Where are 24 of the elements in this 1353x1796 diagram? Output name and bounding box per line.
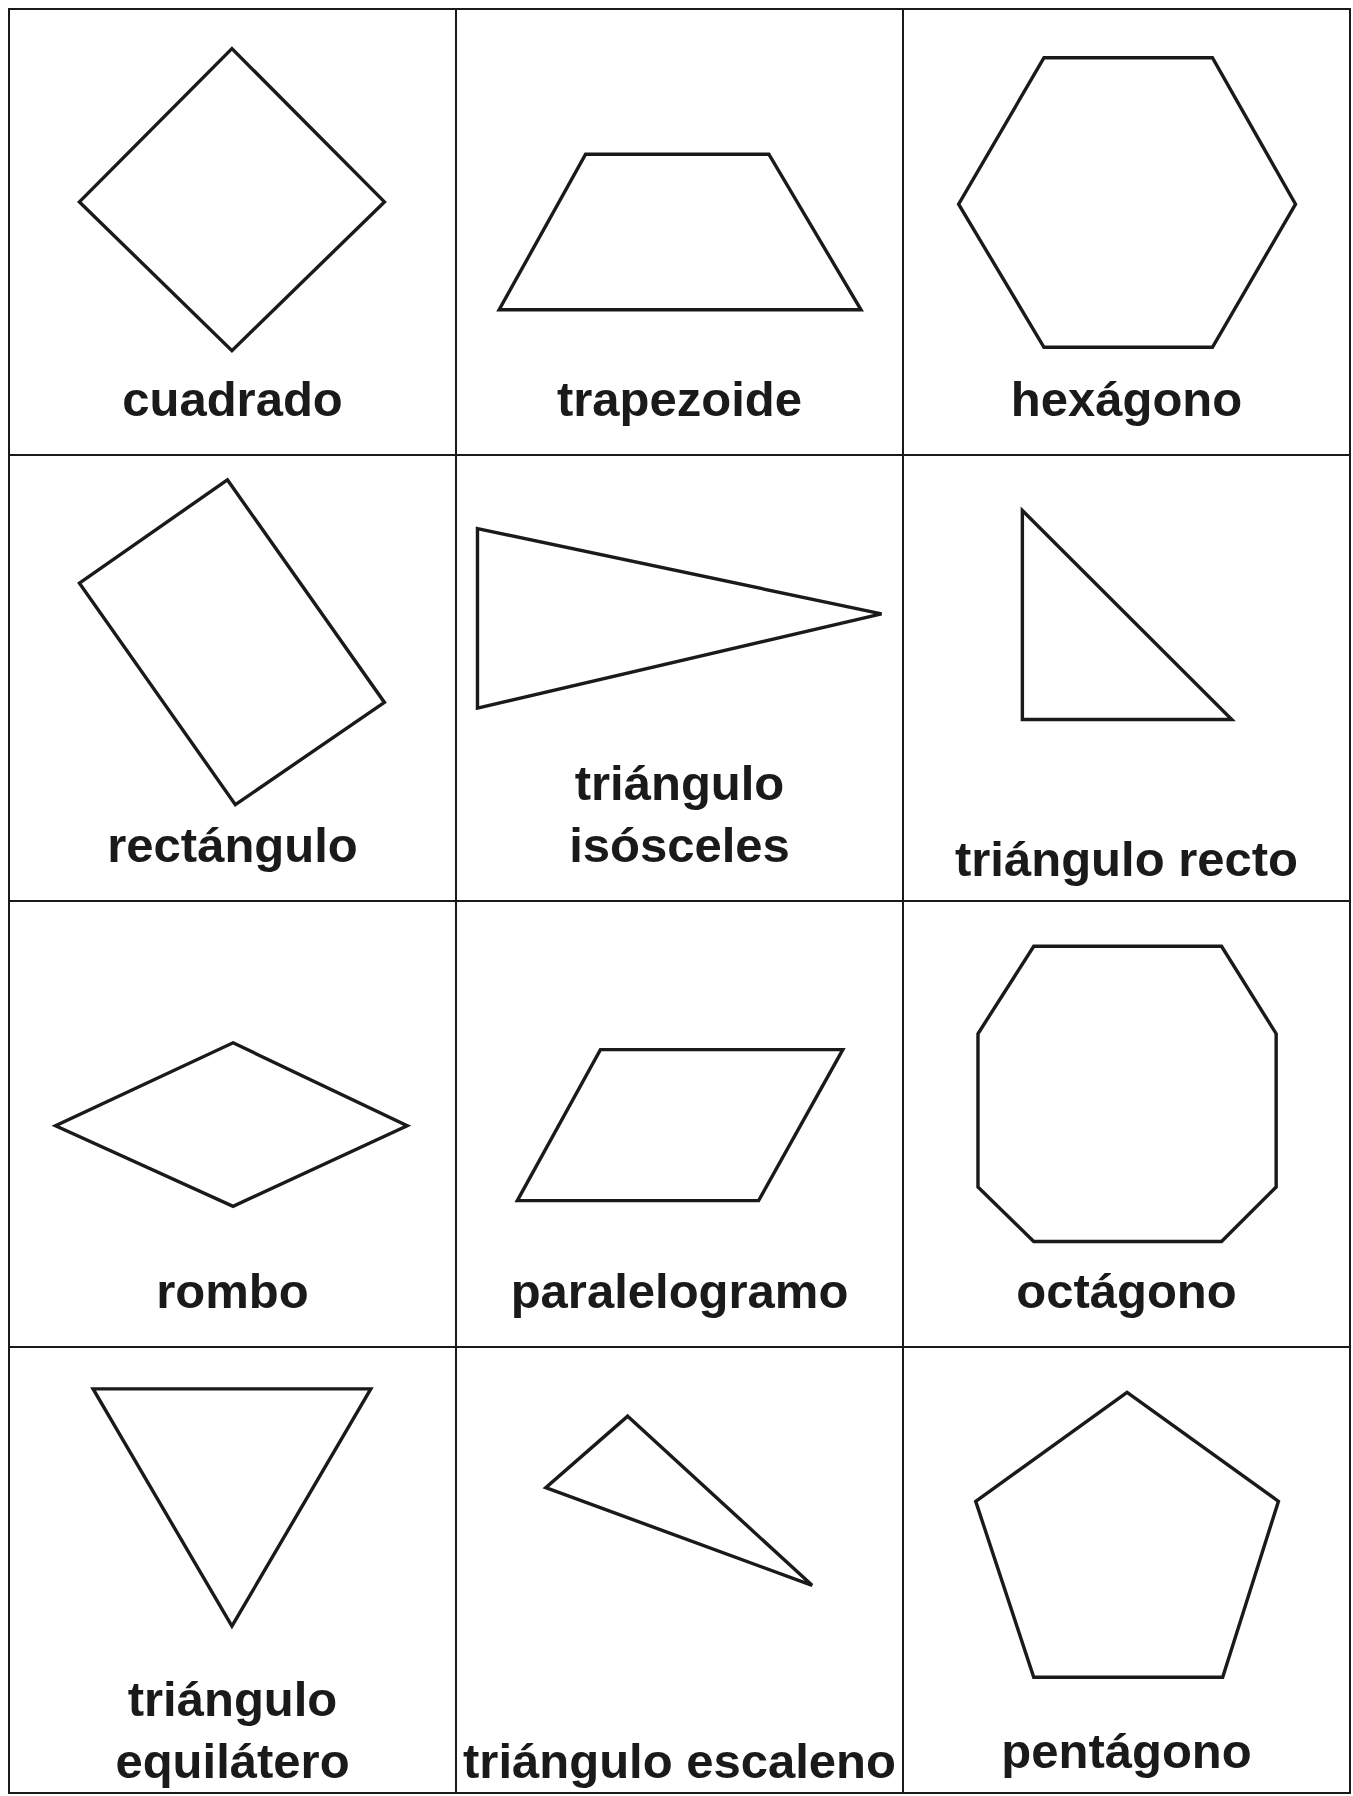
shape-card [904,10,1351,456]
shape-card [10,902,457,1348]
shape-name: triángulo equilátero [114,1671,351,1790]
shape-name: rombo [155,1263,310,1320]
shape-name: cuadrado [121,371,344,428]
shape-card [457,1348,904,1794]
shape-card [457,456,904,902]
shape-card [10,456,457,902]
shape-name: triángulo escaleno [462,1733,897,1790]
shape-name: rectángulo [106,817,359,874]
shape-card [457,10,904,456]
shape-name: hexágono [1009,371,1244,428]
shape-card [10,10,457,456]
shape-card [904,456,1351,902]
shape-name: pentágono [1000,1723,1253,1780]
shape-name: octágono [1015,1263,1238,1320]
shape-name: paralelogramo [509,1263,850,1320]
shape-card [10,1348,457,1794]
shape-name: trapezoide [555,371,804,428]
shape-card [904,1348,1351,1794]
shape-card [457,902,904,1348]
shape-card [904,902,1351,1348]
shape-name: triángulo recto [954,831,1299,888]
shape-name: triángulo isósceles [568,755,791,874]
